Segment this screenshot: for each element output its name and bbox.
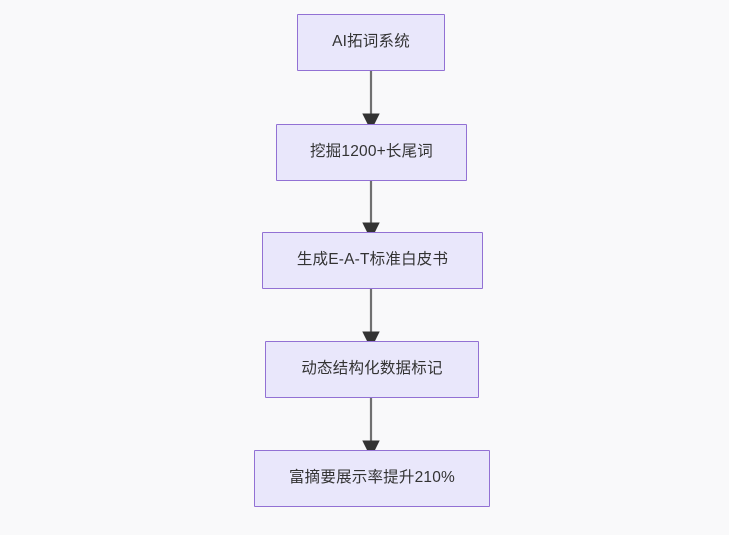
flow-node-label: 生成E-A-T标准白皮书 [296,251,449,269]
flow-node-label: 挖掘1200+长尾词 [309,143,434,161]
flow-node-label: AI拓词系统 [332,33,410,51]
flow-node-ai-keyword-system[interactable]: AI拓词系统 [297,14,445,71]
flow-node-generate-eat-whitepaper[interactable]: 生成E-A-T标准白皮书 [262,232,483,289]
flow-node-mine-longtail-keywords[interactable]: 挖掘1200+长尾词 [276,124,467,181]
flow-node-label: 富摘要展示率提升210% [288,469,456,487]
flow-node-rich-snippet-impression-lift[interactable]: 富摘要展示率提升210% [254,450,490,507]
flow-node-dynamic-structured-data-markup[interactable]: 动态结构化数据标记 [265,341,479,398]
flow-node-label: 动态结构化数据标记 [301,360,443,378]
